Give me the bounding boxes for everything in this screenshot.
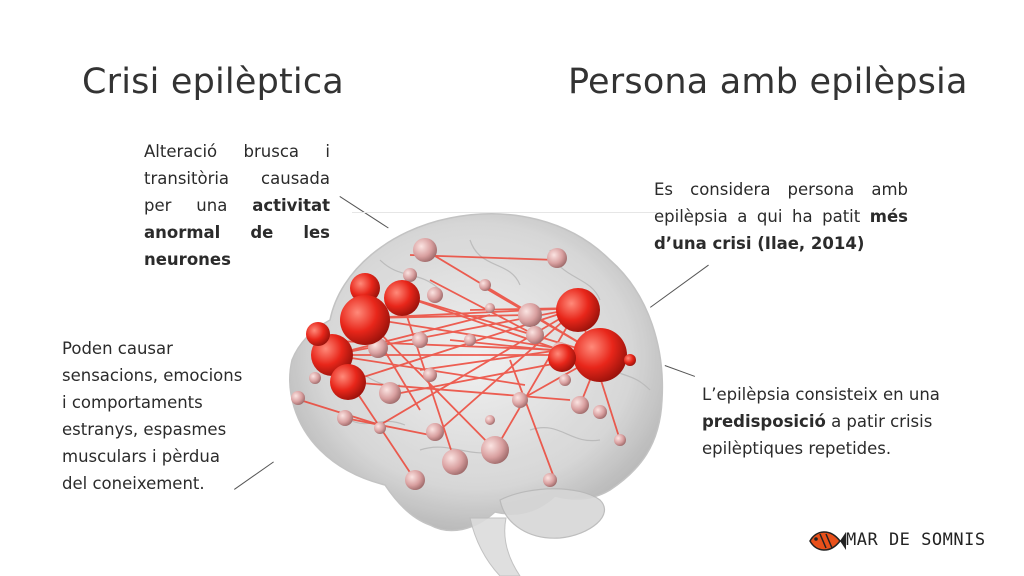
brain-network-illustration [289, 213, 664, 576]
fish-icon [809, 531, 846, 551]
seizure-definition-emphasis-2: anormal de les [144, 223, 330, 242]
person-definition-emphasis-2: d’una crisi [654, 234, 752, 253]
seizure-definition-line-3: per una activitat [144, 192, 330, 219]
person-definition: Es considera persona amb epilèpsia a qui… [654, 176, 908, 257]
seizure-definition-line-5: neurones [144, 246, 330, 273]
person-definition-line-2: epilèpsia a qui ha patit més [654, 203, 908, 230]
seizure-effects-line-1: Poden causar [62, 339, 173, 358]
seizure-definition-line-1: Alteració brusca i [144, 142, 330, 161]
red-nodes [306, 273, 636, 400]
seizure-definition: Alteració brusca i transitòria causada p… [144, 138, 330, 273]
brain-stem [469, 517, 521, 576]
person-definition-citation: (Ilae, 2014) [751, 234, 865, 253]
seizure-effects-line-4: estranys, espasmes [62, 420, 227, 439]
logo: MAR DE SOMNIS [806, 524, 992, 560]
seizure-effects-line-5: musculars i pèrdua [62, 447, 220, 466]
epilepsy-definition-line-2-text: a patir crisis [825, 412, 933, 431]
seizure-definition-emphasis-1: activitat [252, 196, 330, 215]
epilepsy-definition: L’epilèpsia consisteix en una predisposi… [702, 381, 952, 462]
logo-text: MAR DE SOMNIS [846, 530, 986, 550]
seizure-definition-emphasis-3: neurones [144, 250, 231, 269]
horizontal-guide-line [352, 212, 658, 213]
person-definition-line-3: d’una crisi (Ilae, 2014) [654, 230, 908, 257]
person-definition-line-2-text: epilèpsia a qui ha patit [654, 207, 870, 226]
seizure-effects: Poden causar sensacions, emocions i comp… [62, 335, 248, 497]
seizure-effects-line-2: sensacions, emocions [62, 366, 243, 385]
epilepsy-definition-line-3: epilèptiques repetides. [702, 439, 892, 458]
person-definition-line-1: Es considera persona amb [654, 180, 908, 199]
seizure-definition-line-2: transitòria causada [144, 169, 330, 188]
epilepsy-definition-line-2: predisposició a patir crisis [702, 408, 952, 435]
title-person-with-epilepsy: Persona amb epilèpsia [568, 62, 968, 102]
title-seizure: Crisi epilèptica [82, 62, 344, 102]
seizure-effects-line-3: i comportaments [62, 393, 203, 412]
seizure-effects-line-6: del coneixement. [62, 474, 205, 493]
seizure-definition-line-3-text: per una [144, 196, 253, 215]
epilepsy-definition-emphasis: predisposició [702, 412, 826, 431]
epilepsy-definition-line-1: L’epilèpsia consisteix en una [702, 385, 940, 404]
person-definition-emphasis-1: més [869, 207, 908, 226]
cerebellum [499, 488, 606, 539]
seizure-definition-line-4: anormal de les [144, 219, 330, 246]
